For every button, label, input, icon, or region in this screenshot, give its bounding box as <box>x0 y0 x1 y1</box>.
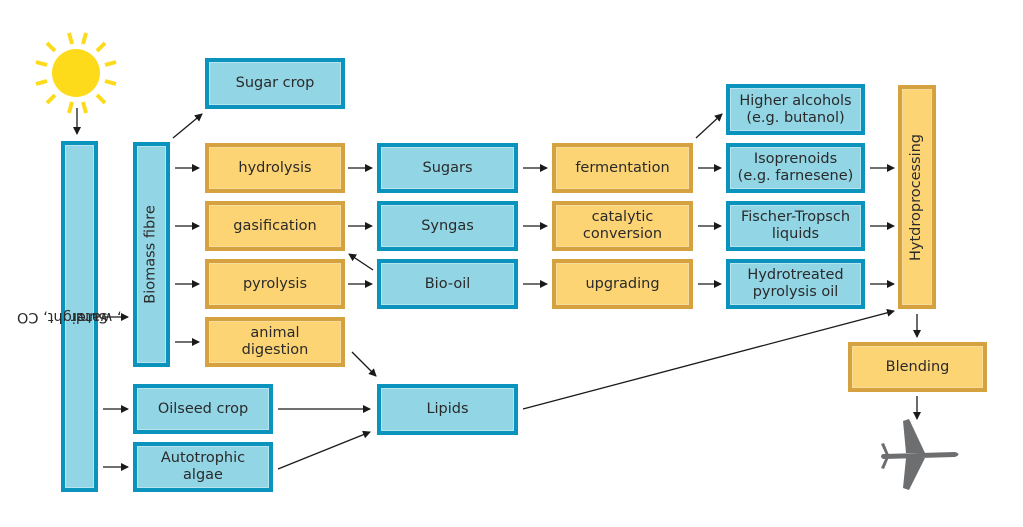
node-sugar-crop: Sugar crop <box>205 58 345 109</box>
arrow-digestion-to-lipids <box>351 351 377 377</box>
node-upgrading: upgrading <box>552 259 693 309</box>
node-biomass-fibre: Biomass fibre <box>133 142 170 367</box>
arrow-fermentation-to-alcohols <box>695 113 723 139</box>
node-animal-digestion: animal digestion <box>205 317 345 367</box>
node-autotrophic-algae: Autotrophic algae <box>133 442 273 492</box>
node-hydroprocessing: Hytdroprocessing <box>898 85 936 309</box>
node-isoprenoids: Isoprenoids (e.g. farnesene) <box>726 143 865 193</box>
arrow-biomass-to-sugarcrop <box>172 113 203 139</box>
node-hydrotreated-oil: Hydrotreated pyrolysis oil <box>726 259 865 309</box>
node-gasification: gasification <box>205 201 345 251</box>
node-bio-oil: Bio-oil <box>377 259 518 309</box>
node-pyrolysis: pyrolysis <box>205 259 345 309</box>
arrow-algae-to-lipids <box>277 430 371 470</box>
node-lipids: Lipids <box>377 384 518 435</box>
arrow-lipids-to-hydroprocessing <box>522 308 895 410</box>
node-sugars: Sugars <box>377 143 518 193</box>
airplane-icon <box>881 419 959 490</box>
node-oilseed-crop: Oilseed crop <box>133 384 273 434</box>
node-hydrolysis: hydrolysis <box>205 143 345 193</box>
node-fermentation: fermentation <box>552 143 693 193</box>
node-syngas: Syngas <box>377 201 518 251</box>
node-fischer-tropsch: Fischer-Tropsch liquids <box>726 201 865 251</box>
arrow-biooil-to-gasification <box>348 253 374 271</box>
sun-icon <box>35 32 117 114</box>
node-higher-alcohols: Higher alcohols (e.g. butanol) <box>726 84 865 135</box>
node-catalytic-conversion: catalytic conversion <box>552 201 693 251</box>
node-blending: Blending <box>848 342 987 392</box>
